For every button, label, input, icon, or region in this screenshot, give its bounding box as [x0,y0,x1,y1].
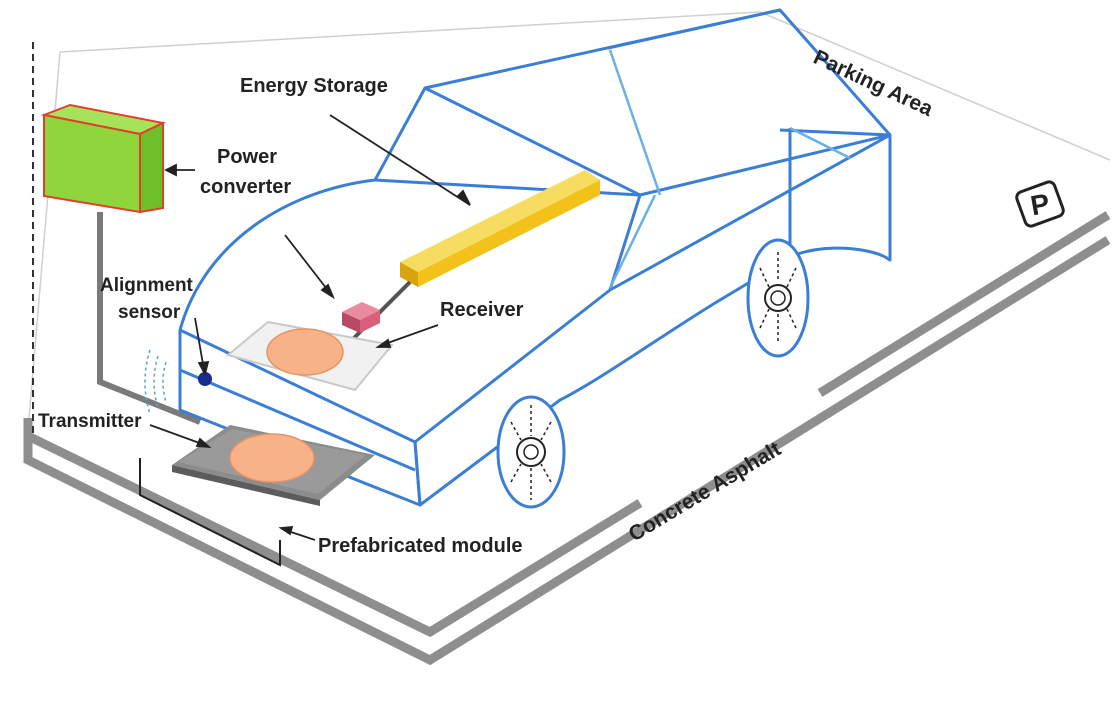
label-converter: converter [200,176,291,198]
transmitter-pad [172,425,375,506]
label-receiver: Receiver [440,299,524,321]
label-transmitter: Transmitter [38,411,142,432]
parking-area-outline [59,11,1111,161]
car-bumper-line [179,368,416,472]
front-wheel [496,395,566,509]
car-windshield [373,87,641,197]
rear-wheel [746,238,810,358]
car-hood [178,178,416,444]
label-parking-area: Parking Area [810,46,937,121]
onboard-converter-box [342,302,380,333]
sensor-waves [144,349,167,415]
car-window-lines [608,49,851,289]
energy-storage-battery [400,170,600,287]
parking-sign-letter: P [1028,188,1052,222]
label-prefabricated-module: Prefabricated module [318,535,523,557]
prefabricated-module-bracket [139,458,281,567]
car-side [413,133,892,507]
car-roof-rear [607,8,781,50]
label-alignment: Alignment [100,275,194,296]
label-concrete-asphalt: Concrete Asphalt [625,437,785,546]
parking-sign-icon: P [1015,180,1065,228]
label-power: Power [217,146,277,168]
receiver-pad [225,320,394,392]
road-edge-inner [26,211,1111,638]
power-cable [97,212,202,425]
power-box-side [139,121,164,214]
leader-arrows [149,114,471,541]
label-energy-storage: Energy Storage [240,75,388,97]
alignment-sensor-dot [198,372,212,386]
label-sensor: sensor [118,302,181,323]
car-hood-crease [608,194,642,291]
